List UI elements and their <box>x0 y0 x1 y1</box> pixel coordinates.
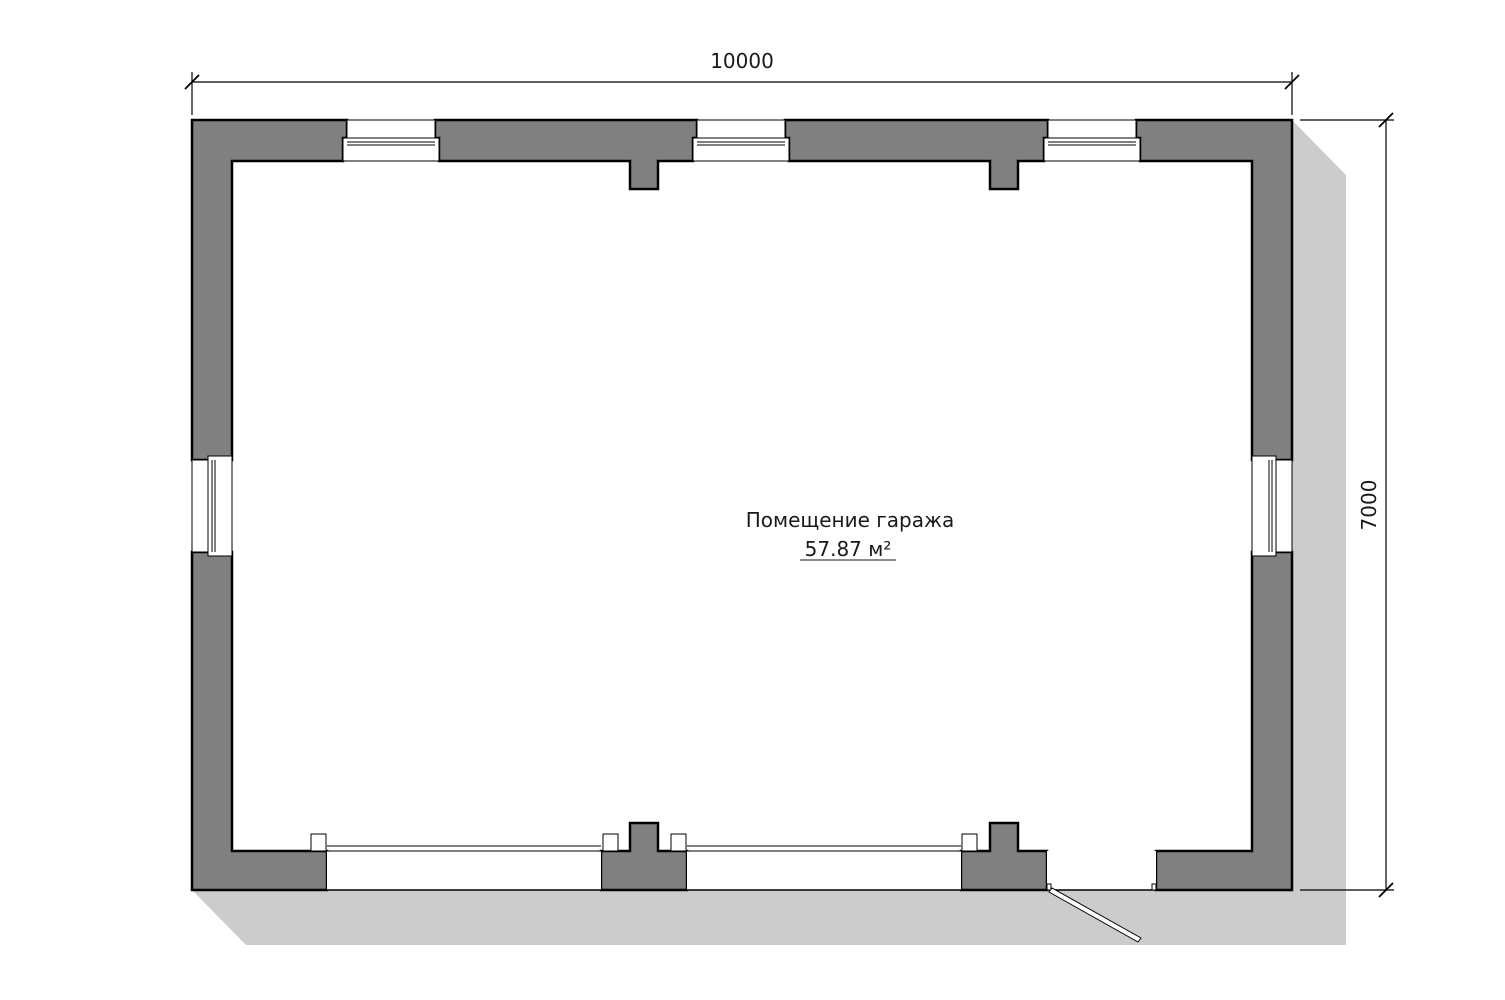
dimension-width <box>184 72 1300 115</box>
plan-shadow <box>192 120 1346 945</box>
height-dimension-label: 7000 <box>1357 480 1381 531</box>
door-leaf <box>1048 887 1142 943</box>
wall-top-left <box>190 118 349 462</box>
room-name: Помещение гаража <box>746 508 955 532</box>
room-area: 57.87 м² <box>805 537 892 561</box>
window-top-2 <box>692 119 790 162</box>
wall-top-right <box>1134 118 1294 462</box>
garage-door-left <box>310 833 619 891</box>
wall-top-mid-left <box>433 118 699 191</box>
window-top-1 <box>342 119 440 162</box>
pier-center <box>599 821 689 892</box>
garage-door-right <box>670 833 978 891</box>
window-top-3 <box>1043 119 1141 162</box>
window-right <box>1251 455 1293 557</box>
wall-top-mid-right <box>783 118 1050 191</box>
pier-right <box>959 821 1049 892</box>
entry-door <box>1046 851 1157 943</box>
walls <box>190 118 1294 892</box>
wall-bottom-right <box>1154 550 1294 892</box>
wall-bottom-left <box>190 550 329 892</box>
width-dimension-label: 10000 <box>710 49 774 73</box>
window-left <box>191 455 233 557</box>
dimension-height <box>1300 112 1394 898</box>
